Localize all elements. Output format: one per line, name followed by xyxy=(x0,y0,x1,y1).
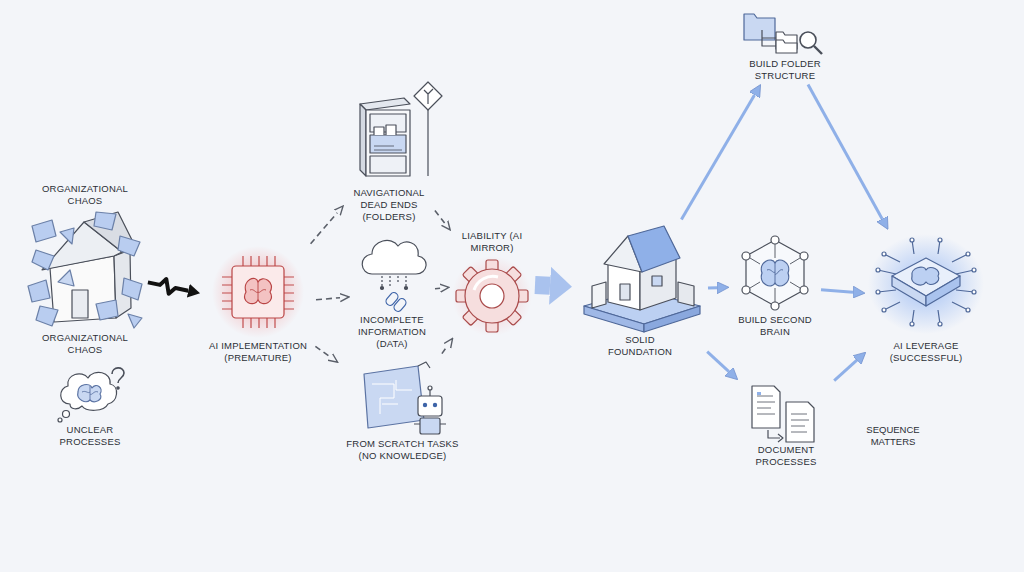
success-ai-node: AI LEVERAGE (SUCCESSFUL) xyxy=(868,232,984,364)
chaos-node: ORGANIZATIONAL CHAOS ORGANIZATIONAL CHAOS xyxy=(25,183,145,356)
flow-arrow xyxy=(148,279,188,294)
node-label: LIABILITY (AI MIRROR) xyxy=(452,230,532,254)
flow-arrow xyxy=(808,85,882,219)
problem-node: NAVIGATIONAL DEAD ENDS (FOLDERS) xyxy=(345,82,433,223)
flow-arrow xyxy=(681,95,754,219)
node-label: AI LEVERAGE (SUCCESSFUL) xyxy=(884,340,968,364)
liability-node: LIABILITY (AI MIRROR) xyxy=(452,230,532,336)
flow-arrow xyxy=(535,276,550,295)
ai-chip-blue-icon xyxy=(868,234,984,334)
node-label: NAVIGATIONAL DEAD ENDS (FOLDERS) xyxy=(345,187,433,223)
step-node: BUILD FOLDER STRUCTURE xyxy=(735,4,835,82)
node-label: ORGANIZATIONAL CHAOS xyxy=(25,183,145,207)
problem-node: FROM SCRATCH TASKS (NO KNOWLEDGE) xyxy=(340,356,465,462)
icon-space xyxy=(785,4,786,58)
node-label: SOLID FOUNDATION xyxy=(600,334,680,358)
flow-arrow xyxy=(708,286,717,289)
node-label: AI IMPLEMENTATION (PREMATURE) xyxy=(203,340,313,364)
problem-node: INCOMPLETE INFORMATION (DATA) xyxy=(352,236,432,350)
chaos-house-icon xyxy=(28,212,142,328)
node-label: ORGANIZATIONAL CHAOS xyxy=(25,332,145,356)
flow-arrow xyxy=(821,290,853,293)
filing-cabinet-icon xyxy=(360,82,442,176)
icon-space xyxy=(392,236,393,314)
foundation-node: SOLID FOUNDATION xyxy=(575,222,705,358)
node-label: FROM SCRATCH TASKS (NO KNOWLEDGE) xyxy=(340,438,465,462)
node-label: DOCUMENT PROCESSES xyxy=(746,444,826,468)
flow-arrow xyxy=(315,346,330,357)
icon-space xyxy=(926,232,927,340)
icon-space xyxy=(775,234,776,314)
gear-icon xyxy=(452,256,532,336)
ai-chip-red-icon xyxy=(212,246,304,338)
note-label: SEQUENCE MATTERS xyxy=(858,424,928,448)
folder-tree-icon xyxy=(744,14,822,54)
node-label: BUILD FOLDER STRUCTURE xyxy=(740,58,830,82)
cloud-link-icon xyxy=(362,240,426,312)
blueprint-robot-icon xyxy=(364,362,446,434)
flow-arrow xyxy=(707,352,729,372)
problem-node: UNCLEAR PROCESSES xyxy=(45,366,135,448)
icon-space xyxy=(85,207,86,332)
icon-space xyxy=(258,246,259,340)
icon-space xyxy=(389,82,390,187)
icon-space xyxy=(492,254,493,336)
thought-bubble-icon xyxy=(58,368,124,422)
step-node: BUILD SECOND BRAIN xyxy=(732,234,818,338)
icon-space xyxy=(786,380,787,444)
node-label: UNCLEAR PROCESSES xyxy=(45,424,135,448)
flow-arrow xyxy=(435,211,445,223)
flow-arrow xyxy=(316,298,340,300)
icon-space xyxy=(640,222,641,334)
icon-space xyxy=(402,356,403,438)
node-label: INCOMPLETE INFORMATION (DATA) xyxy=(352,314,432,350)
flow-arrow xyxy=(435,287,440,289)
flow-arrow xyxy=(311,213,338,244)
premature-ai-node: AI IMPLEMENTATION (PREMATURE) xyxy=(203,246,313,364)
node-label: BUILD SECOND BRAIN xyxy=(732,314,818,338)
icon-space xyxy=(90,366,91,424)
flow-arrow xyxy=(442,346,448,354)
network-brain-icon xyxy=(742,236,808,310)
step-node: DOCUMENT PROCESSES xyxy=(740,380,832,468)
documents-icon xyxy=(752,386,814,442)
flow-arrow xyxy=(834,360,857,380)
foundation-house-icon xyxy=(584,226,700,332)
